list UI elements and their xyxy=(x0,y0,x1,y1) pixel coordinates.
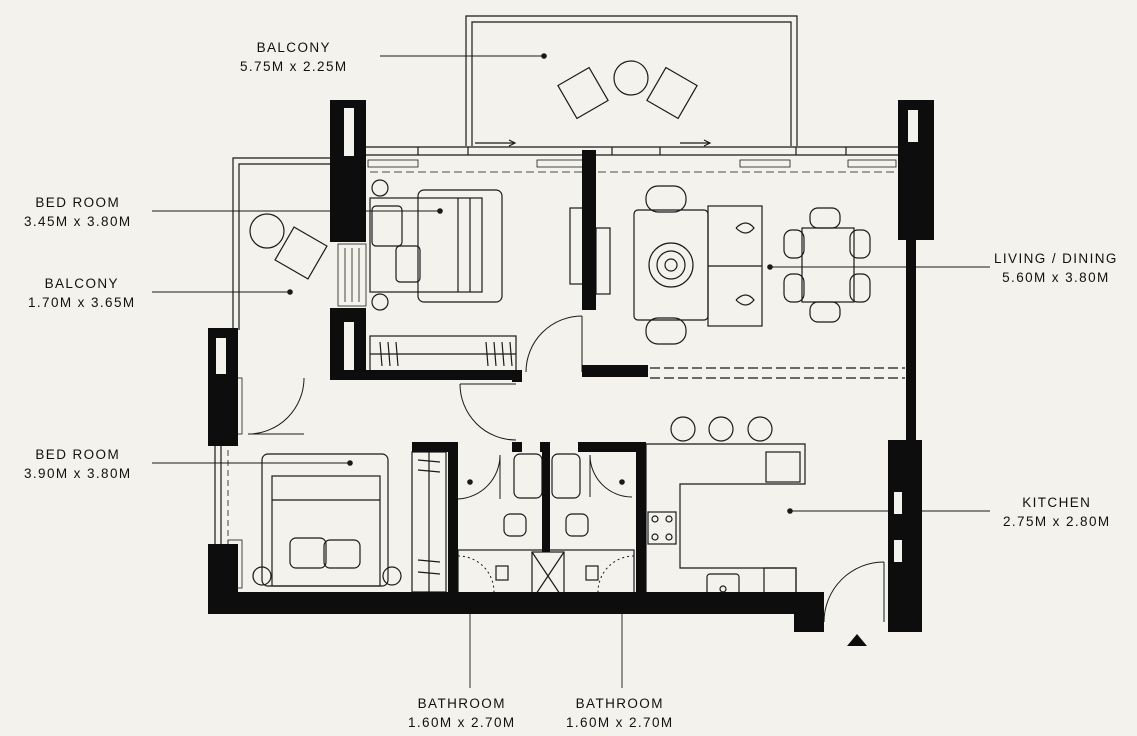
balcony-top-outline xyxy=(465,15,798,147)
room-dims: 2.75M x 2.80M xyxy=(1003,514,1111,529)
bedroom2-furniture xyxy=(252,453,402,587)
bar-stools xyxy=(670,416,773,442)
label-kitchen: KITCHEN 2.75M x 2.80M xyxy=(1003,493,1111,531)
label-bedroom-1: BED ROOM 3.45M x 3.80M xyxy=(24,193,132,231)
entrance-arrow-icon xyxy=(847,634,867,646)
bedroom1-furniture xyxy=(369,179,503,311)
top-window-line xyxy=(365,146,905,156)
kitchen-counter xyxy=(645,443,806,601)
living-dashed-wall xyxy=(650,367,905,379)
room-name: BALCONY xyxy=(256,40,331,55)
label-living-dining: LIVING / DINING 5.60M x 3.80M xyxy=(994,249,1118,287)
room-dims: 3.45M x 3.80M xyxy=(24,214,132,229)
leader-lines xyxy=(152,55,990,688)
label-bathroom-1: BATHROOM 1.60M x 2.70M xyxy=(408,694,516,732)
room-name: LIVING / DINING xyxy=(994,251,1118,266)
sofa-set xyxy=(633,185,763,345)
room-dims: 5.60M x 3.80M xyxy=(1002,270,1110,285)
room-name: BED ROOM xyxy=(35,447,121,462)
label-balcony-left: BALCONY 1.70M x 3.65M xyxy=(28,274,136,312)
walls xyxy=(208,100,934,632)
label-bedroom-2: BED ROOM 3.90M x 3.80M xyxy=(24,445,132,483)
dining-set xyxy=(783,207,871,323)
wardrobe-top xyxy=(369,335,517,373)
door-swings xyxy=(247,315,885,623)
room-name: BATHROOM xyxy=(417,696,506,711)
room-dims: 5.75M x 2.25M xyxy=(240,59,348,74)
balcony-left-furniture xyxy=(249,213,328,280)
room-dims: 3.90M x 3.80M xyxy=(24,466,132,481)
room-dims: 1.60M x 2.70M xyxy=(566,715,674,730)
label-balcony-top: BALCONY 5.75M x 2.25M xyxy=(240,38,348,76)
label-bathroom-2: BATHROOM 1.60M x 2.70M xyxy=(566,694,674,732)
room-dims: 1.70M x 3.65M xyxy=(28,295,136,310)
room-dims: 1.60M x 2.70M xyxy=(408,715,516,730)
left-window xyxy=(337,243,367,307)
wardrobe-bottom xyxy=(411,451,447,593)
balcony-top-furniture xyxy=(557,60,698,120)
wall-openings xyxy=(216,108,918,562)
room-name: BALCONY xyxy=(44,276,119,291)
balcony-left-outline xyxy=(232,157,333,330)
room-name: KITCHEN xyxy=(1022,495,1092,510)
room-name: BATHROOM xyxy=(575,696,664,711)
room-name: BED ROOM xyxy=(35,195,121,210)
leader-dots xyxy=(287,53,793,514)
